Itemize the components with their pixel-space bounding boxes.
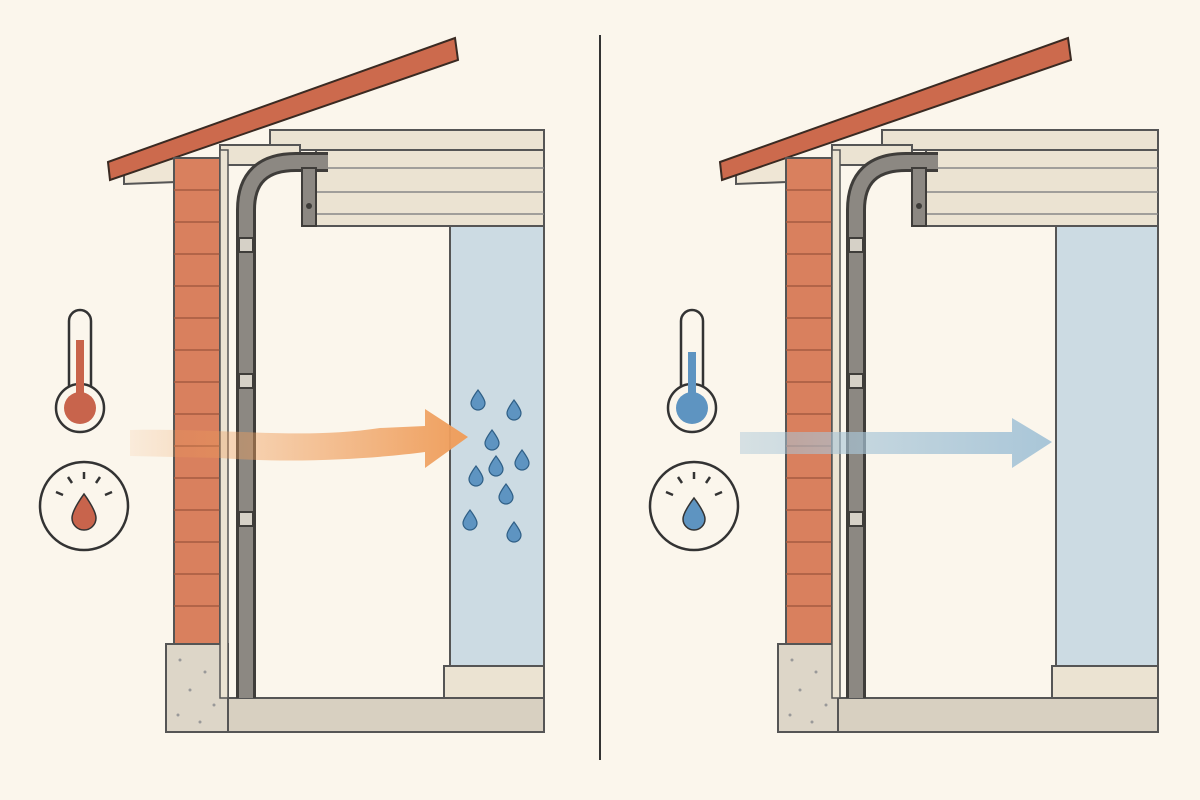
water-droplet-icon (506, 521, 522, 543)
foundation (777, 643, 839, 733)
interior-wall (1055, 225, 1159, 667)
airflow-arrow-icon (740, 418, 1052, 468)
wall-section (718, 36, 1159, 733)
brick-wall (785, 157, 833, 645)
airflow-arrow-icon (130, 409, 468, 468)
humidity-gauge-icon (38, 460, 130, 552)
water-droplet-icon (470, 389, 486, 411)
panel-cool-dry (648, 36, 1159, 733)
water-droplet-icon (468, 465, 484, 487)
condensation-droplets (462, 389, 530, 543)
wall-section (106, 36, 545, 733)
water-droplet-icon (484, 429, 500, 451)
panel-warm-humid (38, 36, 545, 733)
water-droplet-icon (682, 496, 706, 531)
water-droplet-icon (71, 492, 97, 531)
roof (106, 36, 460, 182)
water-droplet-icon (498, 483, 514, 505)
water-droplet-icon (488, 455, 504, 477)
water-droplet-icon (462, 509, 478, 531)
foundation (165, 643, 229, 733)
brick-wall (173, 157, 221, 645)
humidity-gauge-icon (648, 460, 740, 552)
water-droplet-icon (506, 399, 522, 421)
wall-frame (236, 152, 328, 698)
water-droplet-icon (514, 449, 530, 471)
thermometer-icon (666, 308, 718, 434)
roof (718, 36, 1073, 182)
wall-frame (846, 152, 938, 698)
thermometer-icon (54, 308, 106, 434)
